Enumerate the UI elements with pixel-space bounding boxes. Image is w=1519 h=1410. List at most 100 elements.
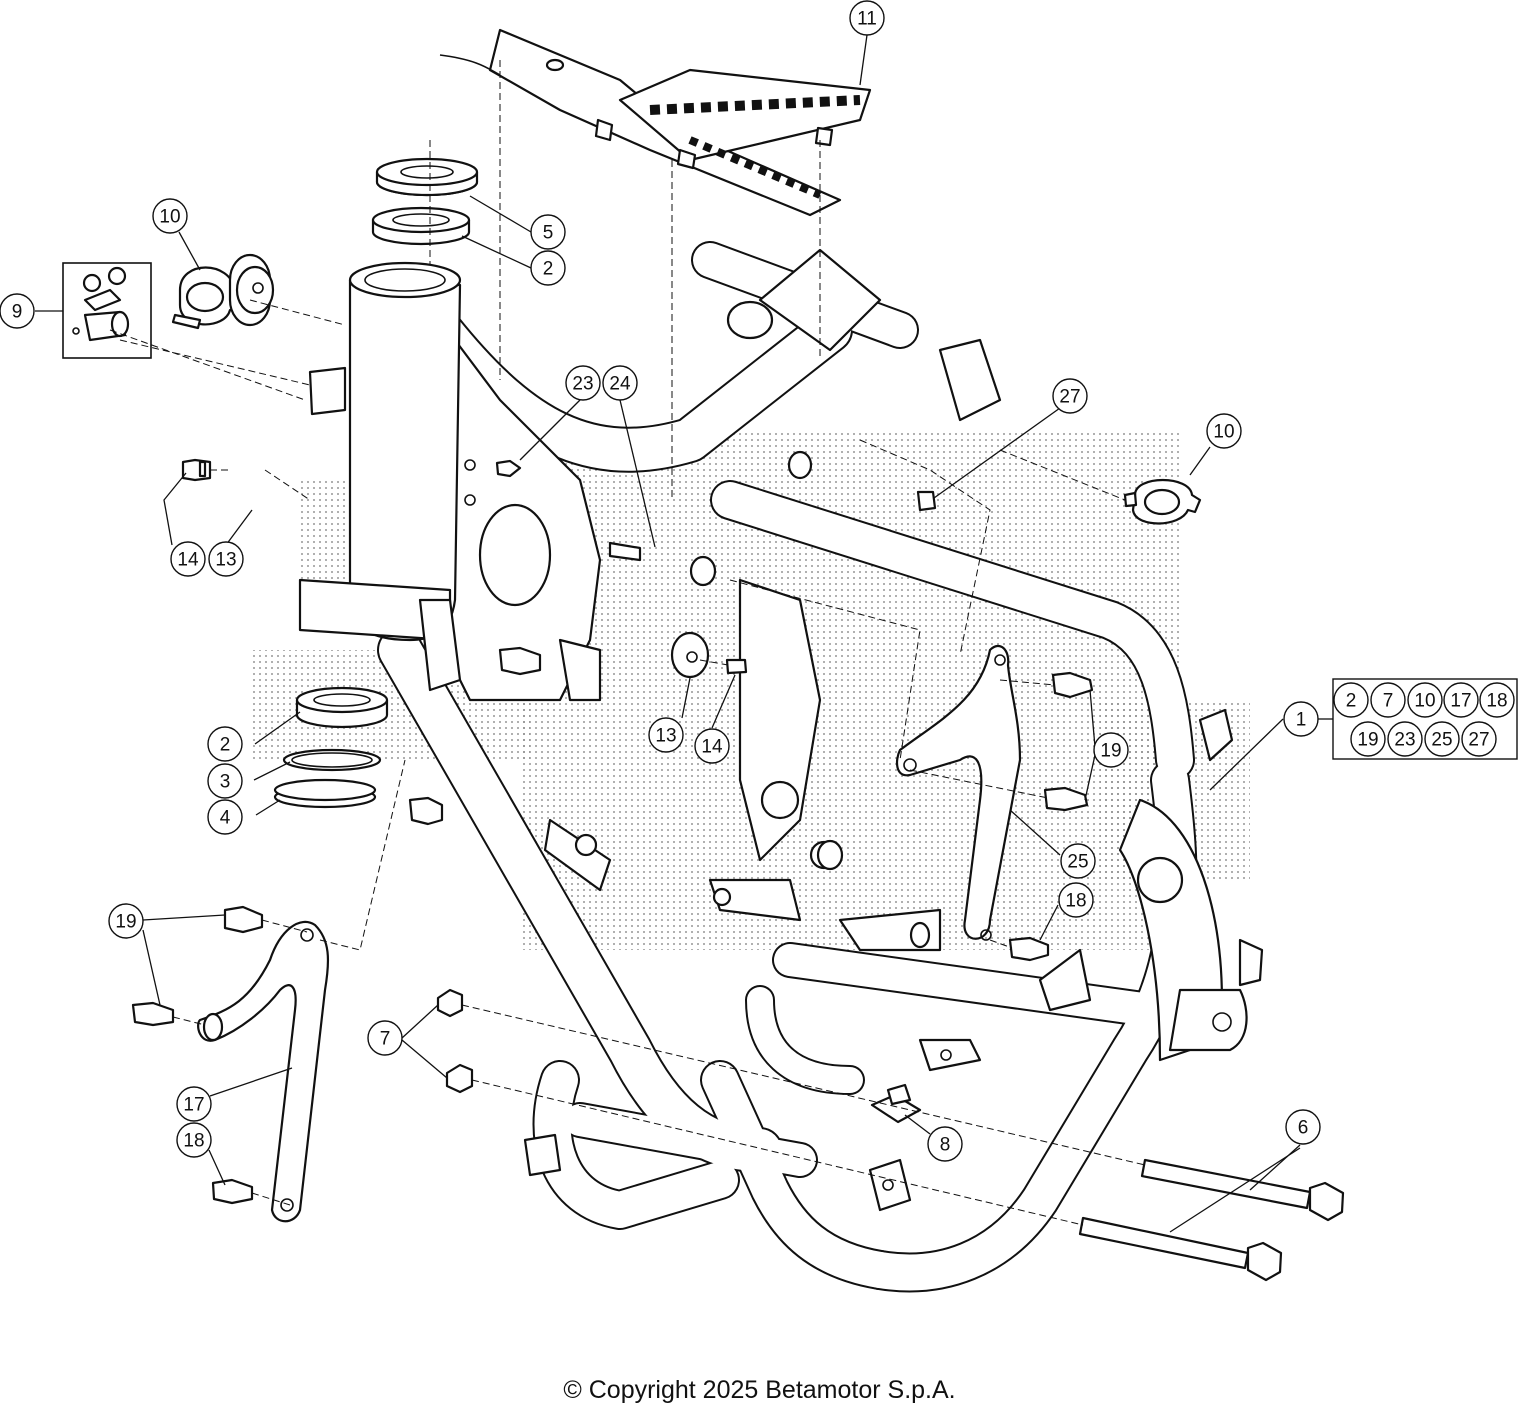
leader-lines	[35, 34, 1333, 1233]
callout-19: 19	[1093, 732, 1129, 768]
kit-item-2: 2	[1333, 682, 1369, 718]
bolt-19-lower	[1043, 786, 1089, 812]
callout-circle	[1285, 1109, 1321, 1145]
callout-5: 5	[530, 214, 566, 250]
bolt-18-right	[1008, 936, 1050, 962]
kit-item-label: 23	[1394, 730, 1415, 751]
callout-circle	[1060, 843, 1096, 879]
bushing-13-right	[670, 631, 710, 679]
kit-item-19: 19	[1350, 721, 1386, 757]
callout-27: 27	[1052, 378, 1088, 414]
callout-2: 2	[207, 726, 243, 762]
callout-18: 18	[1058, 882, 1094, 918]
callout-1: 1	[1283, 701, 1319, 737]
callout-24: 24	[602, 365, 638, 401]
skid-plate-part-11	[439, 28, 872, 217]
callout-label: 4	[220, 808, 231, 829]
callout-label: 19	[1100, 741, 1121, 762]
callout-label: 5	[543, 223, 554, 244]
callout-circle	[530, 250, 566, 286]
kit-item-label: 25	[1431, 730, 1452, 751]
callout-label: 6	[1298, 1118, 1309, 1139]
bolt-19-left-upper	[223, 905, 264, 934]
callout-circle	[602, 365, 638, 401]
motorcycle-frame	[377, 241, 1264, 1293]
swingarm-plate	[738, 578, 822, 862]
callout-label: 10	[1213, 422, 1234, 443]
callout-circle	[170, 541, 206, 577]
engine-hanger-25	[895, 644, 1022, 941]
kit-item-25: 25	[1424, 721, 1460, 757]
callout-label: 2	[543, 259, 554, 280]
kit-item-7: 7	[1370, 682, 1406, 718]
kit-item-label: 18	[1486, 691, 1507, 712]
callout-circle	[207, 763, 243, 799]
callout-2: 2	[530, 250, 566, 286]
frame-tubes	[377, 241, 1198, 1293]
callout-circle	[176, 1086, 212, 1122]
callout-label: 23	[572, 374, 593, 395]
callout-circle	[367, 1020, 403, 1056]
callout-25: 25	[1060, 843, 1096, 879]
callout-label: 25	[1067, 852, 1088, 873]
callout-4: 4	[207, 799, 243, 835]
callout-circle	[207, 799, 243, 835]
callout-circle	[648, 717, 684, 753]
kit-item-18: 18	[1479, 682, 1515, 718]
nut-7-lower	[445, 1063, 474, 1094]
steering-head-tube	[298, 140, 462, 692]
callout-10: 10	[1206, 413, 1242, 449]
callout-label: 9	[12, 302, 23, 323]
callout-label: 10	[159, 207, 180, 228]
callout-10: 10	[152, 198, 188, 234]
callout-circle	[108, 903, 144, 939]
kit-item-10: 10	[1407, 682, 1443, 718]
callout-circle	[207, 726, 243, 762]
callout-circle	[152, 198, 188, 234]
callout-circle	[1093, 732, 1129, 768]
clamp-10-right	[1123, 478, 1202, 525]
callout-7: 7	[367, 1020, 403, 1056]
callout-label: 13	[215, 550, 236, 571]
callout-label: 2	[220, 735, 231, 756]
callout-11: 11	[849, 0, 885, 36]
kit-item-label: 2	[1346, 691, 1357, 712]
callout-label: 1	[1296, 710, 1307, 731]
callout-label: 27	[1059, 387, 1080, 408]
lower-bearing-set	[273, 686, 389, 809]
callout-circle	[565, 365, 601, 401]
callout-circle	[0, 293, 35, 329]
callout-circle	[1206, 413, 1242, 449]
callout-label: 19	[115, 912, 136, 933]
kit-item-23: 23	[1387, 721, 1423, 757]
callout-label: 17	[183, 1095, 204, 1116]
engine-hanger-17	[197, 920, 330, 1223]
kit-item-27: 27	[1461, 721, 1497, 757]
callout-8: 8	[927, 1126, 963, 1162]
assembly-lines	[109, 60, 1146, 1226]
nut-7-upper	[436, 988, 464, 1018]
callout-label: 3	[220, 772, 231, 793]
long-bolt-6-lower	[1078, 1216, 1283, 1282]
callout-label: 7	[380, 1029, 391, 1050]
callout-circle	[694, 728, 730, 764]
bolt-18-left	[211, 1178, 254, 1205]
callout-circle	[849, 0, 885, 36]
kit-item-17: 17	[1443, 682, 1479, 718]
callout-3: 3	[207, 763, 243, 799]
callout-circle	[208, 541, 244, 577]
callout-13: 13	[208, 541, 244, 577]
kit-item-label: 10	[1414, 691, 1435, 712]
bolt-19-left-lower	[131, 1001, 175, 1027]
long-bolt-6-upper	[1140, 1158, 1345, 1222]
callout-label: 14	[701, 737, 723, 758]
callout-19: 19	[108, 903, 144, 939]
callout-14: 14	[694, 728, 730, 764]
callout-14: 14	[170, 541, 206, 577]
callout-23: 23	[565, 365, 601, 401]
callout-label: 13	[655, 726, 676, 747]
bolt-14-left	[181, 458, 212, 482]
callout-18: 18	[176, 1122, 212, 1158]
